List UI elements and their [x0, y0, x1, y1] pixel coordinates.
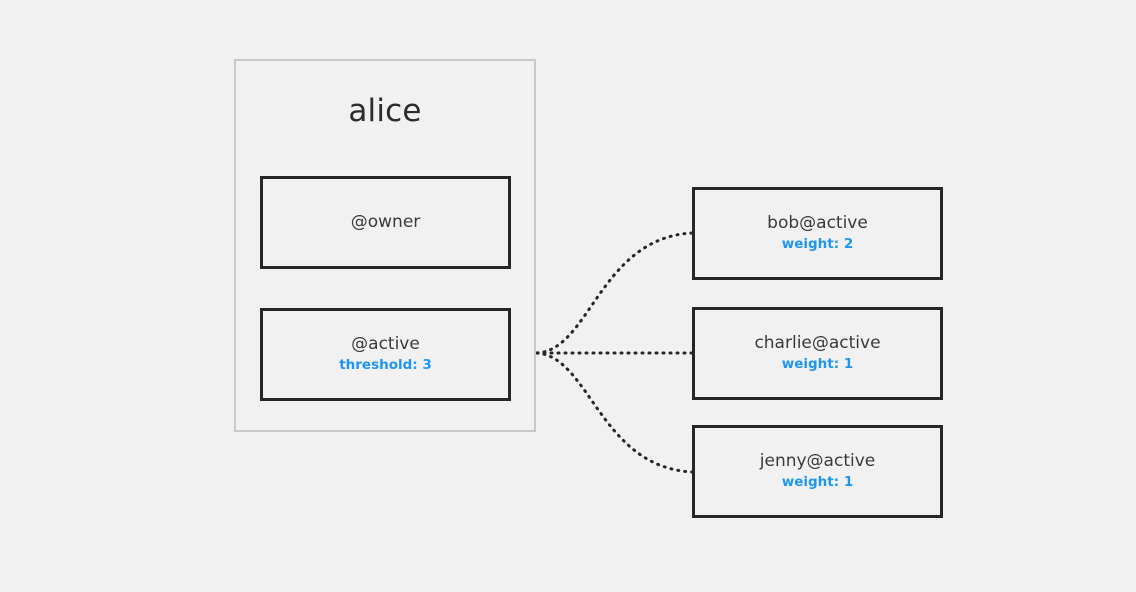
- permission-node-active-label: @active: [351, 334, 420, 355]
- permission-node-owner-label: @owner: [350, 211, 421, 232]
- permission-node-active-threshold: threshold: 3: [339, 357, 432, 374]
- authority-node-bob-label: bob@active: [767, 213, 868, 234]
- permission-node-active[interactable]: @active threshold: 3: [260, 308, 511, 401]
- authority-node-charlie-label: charlie@active: [754, 333, 881, 354]
- authority-node-bob[interactable]: bob@active weight: 2: [692, 187, 943, 280]
- authority-node-charlie-weight: weight: 1: [781, 356, 854, 373]
- authority-node-jenny-weight: weight: 1: [781, 474, 854, 491]
- authority-node-charlie[interactable]: charlie@active weight: 1: [692, 307, 943, 400]
- permission-node-owner[interactable]: @owner: [260, 176, 511, 269]
- authority-node-jenny[interactable]: jenny@active weight: 1: [692, 425, 943, 518]
- authority-node-jenny-label: jenny@active: [759, 451, 876, 472]
- edge-active-bob: [535, 231, 694, 355]
- edge-active-jenny: [535, 351, 694, 474]
- cluster-title: alice: [348, 93, 422, 129]
- authority-node-bob-weight: weight: 2: [781, 236, 854, 253]
